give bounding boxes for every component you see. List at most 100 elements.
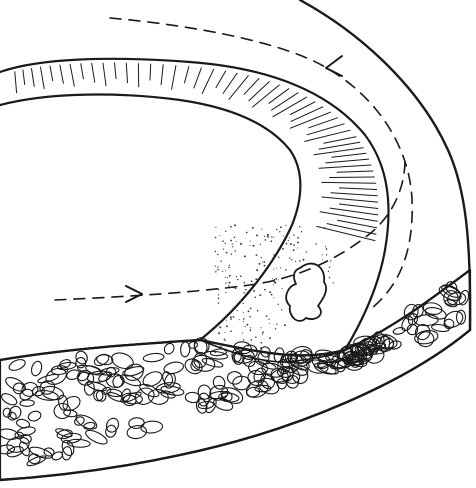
stipple-dot [280,267,281,268]
stipple-dot [255,297,257,299]
stipple-dot [225,340,226,341]
stipple-dot [237,279,239,281]
stipple-dot [274,237,275,238]
stipple-dot [293,234,295,236]
stipple-dot [218,297,220,299]
stipple-dot [275,328,276,329]
stipple-dot [215,271,217,273]
stipple-dot [328,271,329,272]
stipple-dot [215,265,216,266]
stipple-dot [217,266,218,267]
stipple-dot [225,292,226,293]
stipple-dot [220,346,222,348]
stipple-dot [225,277,226,278]
stipple-dot [285,269,287,271]
stipple-dot [297,241,299,243]
stipple-dot [217,269,219,271]
stipple-dot [250,241,251,242]
stipple-dot [254,291,255,292]
stipple-dot [270,337,271,338]
stipple-dot [218,302,219,303]
stipple-dot [230,240,232,242]
stipple-dot [301,231,302,232]
stipple-dot [329,266,330,267]
stipple-dot [273,297,274,298]
stipple-dot [276,229,277,230]
stipple-dot [260,244,261,245]
stipple-dot [268,319,269,320]
stipple-dot [281,309,282,310]
stipple-dot [259,263,261,265]
stipple-dot [276,267,277,268]
stipple-dot [256,254,258,256]
stipple-dot [234,237,236,239]
stipple-dot [231,253,232,254]
stipple-dot [297,247,298,248]
stipple-dot [234,250,236,252]
stipple-dot [243,312,244,313]
stipple-dot [243,318,245,320]
stipple-dot [249,245,250,246]
stipple-dot [289,237,290,238]
stipple-dot [230,226,232,228]
stipple-dot [225,243,226,244]
stipple-dot [240,243,242,245]
stipple-dot [255,336,257,338]
hatch-stroke [330,177,375,178]
stipple-dot [293,244,295,246]
stipple-dot [322,259,323,260]
stipple-dot [246,232,248,234]
stipple-dot [325,246,326,247]
stipple-dot [271,236,273,238]
stipple-dot [275,278,277,280]
channel-bank-surface [0,0,471,480]
stipple-dot [306,251,307,252]
stipple-dot [236,276,237,277]
stipple-dot [240,275,242,277]
stipple-dot [267,236,269,238]
stipple-dot [326,248,328,250]
stipple-dot [280,226,282,228]
stipple-dot [245,256,246,257]
stipple-dot [223,249,224,250]
stipple-dot [326,254,327,255]
stipple-dot [278,304,279,305]
stipple-dot [215,237,217,239]
stipple-dot [244,282,246,284]
stipple-dot [279,231,280,232]
stipple-dot [250,308,252,310]
stipple-dot [228,267,229,268]
stipple-dot [218,332,220,334]
stipple-dot [232,246,233,247]
stipple-dot [315,243,317,245]
stipple-dot [230,330,232,332]
stipple-dot [282,248,284,250]
stipple-dot [297,237,299,239]
stipple-dot [234,224,236,226]
stipple-dot [278,256,279,257]
stipple-dot [264,265,266,267]
stipple-dot [243,303,244,304]
stipple-dot [290,243,292,245]
stipple-dot [229,275,231,277]
stipple-dot [263,261,265,263]
stipple-dot [245,289,247,291]
stipple-dot [289,257,290,258]
stipple-dot [303,259,305,261]
stipple-dot [251,339,253,341]
stipple-dot [217,254,219,256]
stipple-dot [329,277,331,279]
stipple-dot [240,300,242,302]
stipple-dot [273,269,274,270]
stipple-dot [219,235,220,236]
stipple-dot [260,327,261,328]
stipple-dot [230,318,232,320]
stipple-dot [250,327,251,328]
stipple-dot [285,225,286,226]
stipple-dot [256,269,258,271]
stipple-dot [283,236,284,237]
stipple-dot [255,278,257,280]
stipple-dot [324,227,325,228]
